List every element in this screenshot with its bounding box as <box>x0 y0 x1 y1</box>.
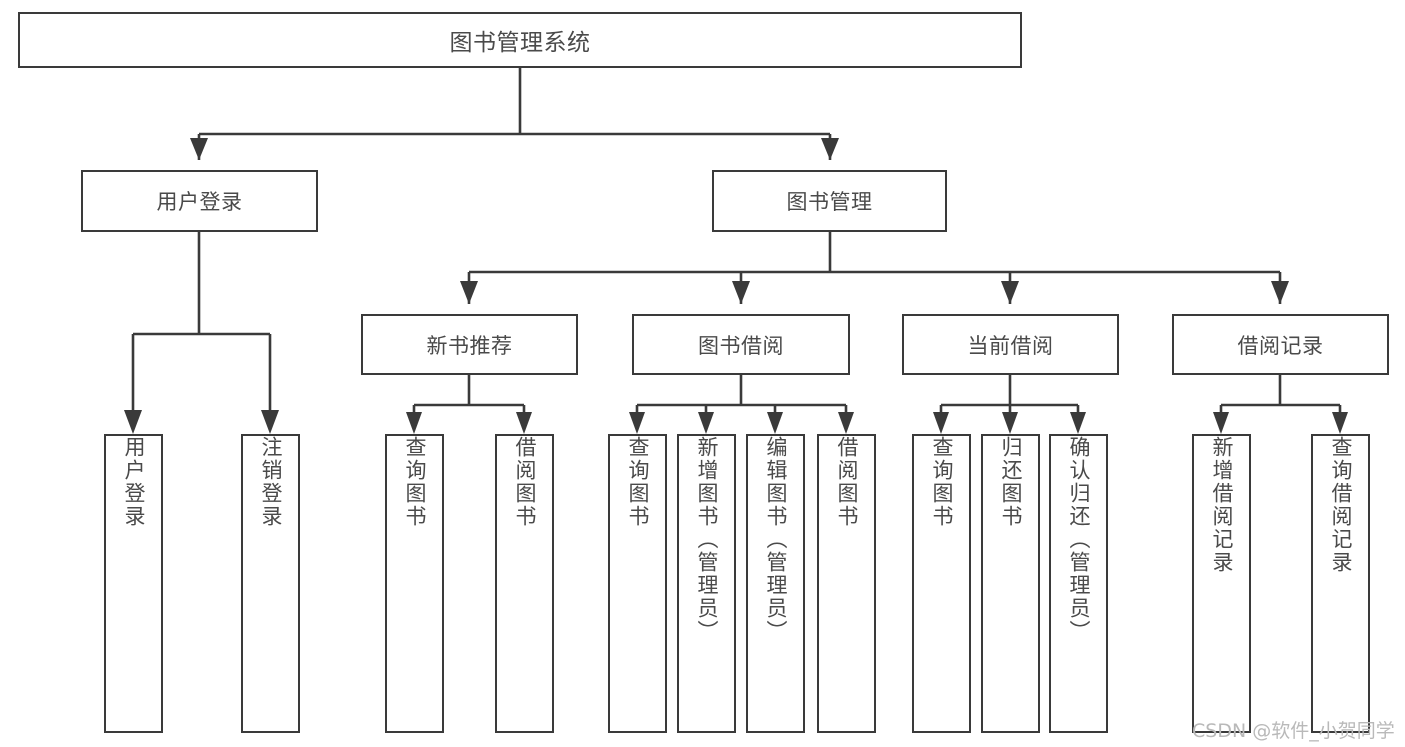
node-user-login[interactable]: 用户登录 <box>81 170 318 232</box>
arrowhead-leaf-6 <box>767 412 783 434</box>
node-leaf-query-book-3[interactable]: 查询图书 <box>912 434 971 733</box>
node-book-borrow[interactable]: 图书借阅 <box>632 314 850 375</box>
arrowhead-leaf-12 <box>1332 412 1348 434</box>
node-label-leaf-query-book-2: 查询图书 <box>625 436 650 528</box>
node-book-management[interactable]: 图书管理 <box>712 170 947 232</box>
node-leaf-query-book-2[interactable]: 查询图书 <box>608 434 667 733</box>
node-current-borrow[interactable]: 当前借阅 <box>902 314 1119 375</box>
arrowhead-leaf-9 <box>1002 412 1018 434</box>
node-borrow-record[interactable]: 借阅记录 <box>1172 314 1389 375</box>
arrowhead-current <box>1001 281 1019 304</box>
arrowhead-user-login <box>190 138 208 160</box>
node-leaf-edit-book-admin[interactable]: 编辑图书（管理员） <box>746 434 805 733</box>
node-label-leaf-edit-book-admin: 编辑图书（管理员） <box>763 436 788 643</box>
node-leaf-query-book-1[interactable]: 查询图书 <box>385 434 444 733</box>
node-label-current-borrow: 当前借阅 <box>967 333 1054 358</box>
arrowhead-record <box>1271 281 1289 304</box>
node-label-leaf-logout: 注销登录 <box>258 436 283 528</box>
node-leaf-query-borrow-record[interactable]: 查询借阅记录 <box>1311 434 1370 733</box>
node-label-root: 图书管理系统 <box>449 30 591 56</box>
node-label-user-login: 用户登录 <box>156 190 243 214</box>
node-label-book-borrow: 图书借阅 <box>698 333 784 358</box>
node-label-leaf-user-login: 用户登录 <box>121 436 146 528</box>
arrowhead-leaf-2 <box>406 412 422 434</box>
node-label-leaf-borrow-book-2: 借阅图书 <box>834 436 859 528</box>
node-label-new-book-recommend: 新书推荐 <box>426 333 513 358</box>
arrowhead-leaf-5 <box>698 412 714 434</box>
node-label-leaf-add-borrow-record: 新增借阅记录 <box>1209 436 1234 574</box>
node-label-book-management: 图书管理 <box>786 190 873 214</box>
node-leaf-user-login[interactable]: 用户登录 <box>104 434 163 733</box>
arrowhead-leaf-4 <box>629 412 645 434</box>
node-label-leaf-add-book-admin: 新增图书（管理员） <box>694 436 719 643</box>
node-leaf-confirm-return-admin[interactable]: 确认归还（管理员） <box>1049 434 1108 733</box>
node-leaf-borrow-book-1[interactable]: 借阅图书 <box>495 434 554 733</box>
node-leaf-add-borrow-record[interactable]: 新增借阅记录 <box>1192 434 1251 733</box>
node-leaf-add-book-admin[interactable]: 新增图书（管理员） <box>677 434 736 733</box>
arrowhead-leaf-11 <box>1213 412 1229 434</box>
arrowhead-new-book <box>460 281 478 304</box>
arrowhead-leaf-10 <box>1070 412 1086 434</box>
node-root-system[interactable]: 图书管理系统 <box>18 12 1022 68</box>
arrowhead-book-mgmt <box>821 138 839 160</box>
arrowhead-borrow <box>732 281 750 304</box>
node-leaf-logout[interactable]: 注销登录 <box>241 434 300 733</box>
node-label-leaf-return-book: 归还图书 <box>998 436 1023 528</box>
node-label-leaf-confirm-return-admin: 确认归还（管理员） <box>1066 436 1091 643</box>
node-leaf-return-book[interactable]: 归还图书 <box>981 434 1040 733</box>
arrowhead-leaf-1 <box>261 410 279 434</box>
node-label-leaf-query-book-3: 查询图书 <box>929 436 954 528</box>
arrowheads <box>124 138 1348 434</box>
arrowhead-leaf-7 <box>838 412 854 434</box>
node-label-leaf-query-borrow-record: 查询借阅记录 <box>1328 436 1353 574</box>
node-label-leaf-query-book-1: 查询图书 <box>402 436 427 528</box>
arrowhead-leaf-0 <box>124 410 142 434</box>
arrowhead-leaf-3 <box>516 412 532 434</box>
arrowhead-leaf-8 <box>933 412 949 434</box>
node-leaf-borrow-book-2[interactable]: 借阅图书 <box>817 434 876 733</box>
node-label-borrow-record: 借阅记录 <box>1237 333 1324 358</box>
node-label-leaf-borrow-book-1: 借阅图书 <box>512 436 537 528</box>
node-new-book-recommend[interactable]: 新书推荐 <box>361 314 578 375</box>
